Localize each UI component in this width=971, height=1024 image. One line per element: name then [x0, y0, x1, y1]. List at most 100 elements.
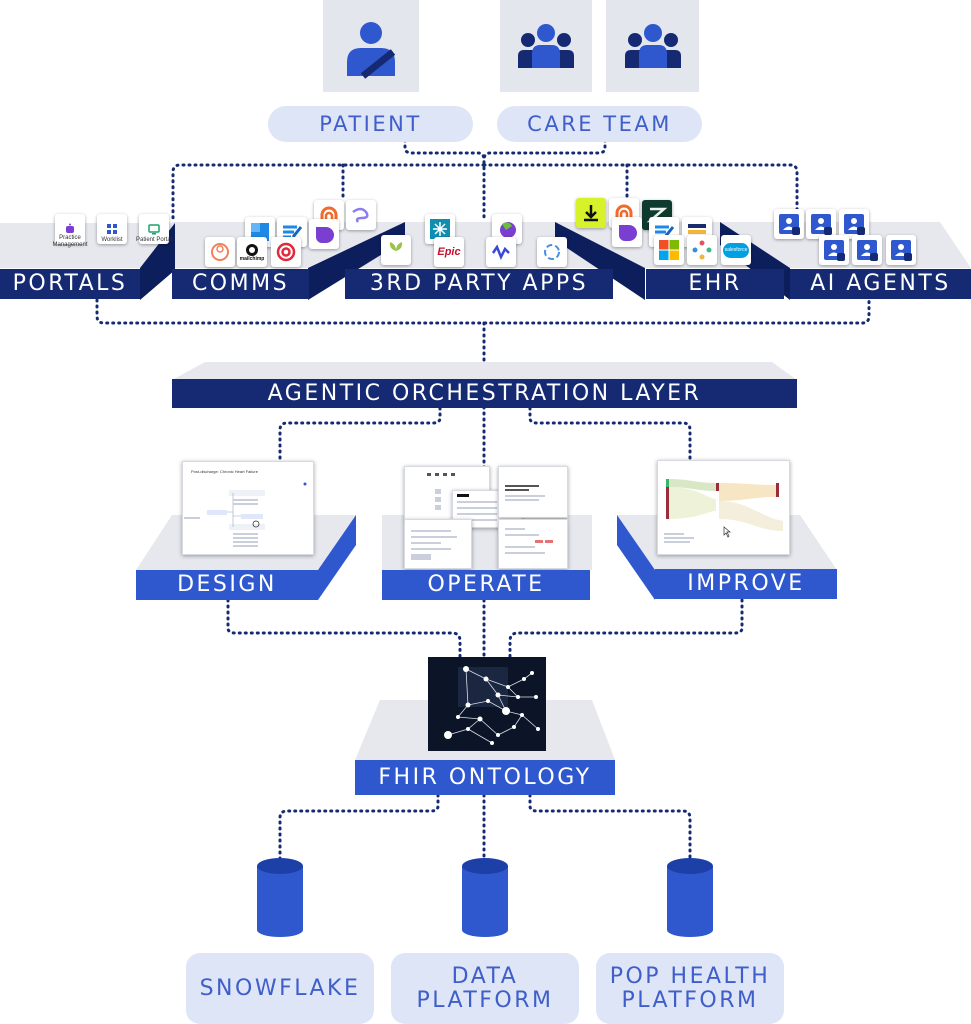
- agent-icon: [844, 214, 865, 235]
- third-party-app-tile-5: [486, 237, 516, 267]
- salesforce-logo: salesforce: [723, 242, 749, 258]
- wave-logo-icon: [491, 244, 510, 261]
- patient-portal-label: Patient Portal: [135, 237, 173, 243]
- ai-agents-bar: AI AGENTS: [790, 269, 971, 299]
- comms-app-tile-4: [346, 200, 376, 230]
- agent-icon: [857, 240, 878, 261]
- microsoft-icon: [659, 240, 679, 260]
- ai-agent-tile-2: [806, 209, 836, 239]
- database-icon: [462, 858, 508, 937]
- operate-list-graphic: [427, 473, 455, 510]
- design-screenshot-title: Post-discharge: Chronic Heart Failure: [191, 469, 258, 474]
- database-icon: [667, 858, 713, 937]
- ehr-app-tile-4: [612, 217, 642, 247]
- database-icon: [257, 858, 303, 937]
- download-icon: [584, 205, 598, 222]
- data-platform-label: DATA PLATFORM: [391, 953, 579, 1024]
- mailchimp-tile: mailchimp: [237, 237, 267, 267]
- epic-tile: Epic: [434, 237, 464, 267]
- improve-screenshot: [657, 460, 790, 555]
- patient-portal-tile: [139, 214, 169, 244]
- sankey-chart: [664, 479, 783, 543]
- operate-form-graphic: [411, 530, 457, 560]
- operate-detail-graphic: [505, 528, 553, 554]
- third-party-app-tile-6: [537, 237, 567, 267]
- operate-screenshot-detail: [498, 519, 568, 569]
- ai-agent-tile-1: [774, 209, 804, 239]
- grid-icon: [107, 224, 117, 234]
- purple-blob-logo-icon: [619, 225, 637, 241]
- orange-arc-logo-icon: [615, 204, 633, 220]
- comms-bar: COMMS: [172, 269, 309, 299]
- ai-agent-tile-4: [819, 235, 849, 265]
- operate-screenshot-chat: [498, 466, 568, 518]
- data-platform-line-2: PLATFORM: [416, 987, 554, 1013]
- care-team-icon: [625, 24, 681, 68]
- swirl-logo-icon: [352, 207, 369, 223]
- dots-logo-icon: [692, 240, 712, 260]
- cycle-logo-icon: [544, 244, 560, 260]
- design-screenshot: Post-discharge: Chronic Heart Failure: [182, 461, 314, 555]
- blue-squares-logo-icon: [251, 223, 269, 241]
- agent-icon: [891, 240, 912, 261]
- ai-agent-tile-3: [839, 209, 869, 239]
- pop-health-line-1: POP HEALTH: [609, 963, 771, 989]
- pop-health-line-2: PLATFORM: [621, 987, 759, 1013]
- red-at-logo-icon: [276, 242, 296, 262]
- improve-bar: IMPROVE: [655, 569, 837, 599]
- practice-management-label: Practice Management: [52, 235, 88, 248]
- orange-circle-logo-icon: [211, 243, 229, 261]
- fhir-ontology-bar: FHIR ONTOLOGY: [355, 760, 615, 795]
- workflow-diagram: [184, 482, 307, 547]
- comms-app-tile-5: [309, 219, 339, 249]
- patient-label: PATIENT: [268, 106, 473, 142]
- ai-agent-tile-6: [886, 235, 916, 265]
- third-party-app-tile-3: [381, 235, 411, 265]
- robot-icon: [66, 223, 74, 233]
- salesforce-label: salesforce: [724, 247, 748, 253]
- portals-bar: PORTALS: [0, 269, 140, 299]
- care-team-card-2: [606, 0, 699, 92]
- third-party-apps-bar: 3RD PARTY APPS: [345, 269, 613, 299]
- operate-screenshot-form: [404, 519, 472, 569]
- knowledge-graph-panel: [428, 657, 546, 751]
- mailchimp-icon: [246, 244, 258, 256]
- teal-spark-logo-icon: [430, 219, 450, 239]
- design-bar: DESIGN: [136, 570, 318, 600]
- agent-icon: [824, 240, 845, 261]
- orchestration-bar: AGENTIC ORCHESTRATION LAYER: [172, 379, 797, 408]
- comms-app-tile-8: [271, 237, 301, 267]
- comms-app-tile-3: [314, 200, 344, 230]
- microsoft-tile: [654, 235, 684, 265]
- green-purple-logo-icon: [500, 222, 516, 238]
- purple-blob-logo-icon: [316, 227, 334, 243]
- orange-arc-logo-icon: [320, 206, 338, 222]
- practice-management-tile: [55, 214, 85, 244]
- ai-agent-tile-5: [852, 235, 882, 265]
- agent-icon: [811, 214, 832, 235]
- operate-chat-graphic: [505, 485, 545, 501]
- worklist-label: Worklist: [101, 237, 123, 243]
- comms-app-tile-6: [205, 237, 235, 267]
- snowflake-label: SNOWFLAKE: [186, 953, 374, 1024]
- ehr-app-tile-1: [576, 198, 606, 228]
- agent-icon: [779, 214, 800, 235]
- knowledge-graph-icon: [444, 666, 540, 745]
- epic-logo: Epic: [437, 246, 461, 258]
- monitor-icon: [148, 224, 160, 235]
- patient-icon: [347, 22, 396, 79]
- leaf-logo-icon: [389, 242, 403, 259]
- ehr-app-tile-8: [687, 235, 717, 265]
- orchestration-plate: [172, 362, 797, 380]
- operate-bar: OPERATE: [382, 570, 590, 600]
- pop-health-platform-label: POP HEALTH PLATFORM: [596, 953, 784, 1024]
- mailchimp-label: mailchimp: [239, 256, 265, 262]
- ehr-bar: EHR: [646, 269, 784, 299]
- data-platform-line-1: DATA: [451, 963, 519, 989]
- worklist-tile: [97, 214, 127, 244]
- care-team-icon: [518, 24, 574, 68]
- patient-card: [323, 0, 419, 92]
- care-team-label: CARE TEAM: [497, 106, 702, 142]
- database-cylinders: [257, 858, 713, 937]
